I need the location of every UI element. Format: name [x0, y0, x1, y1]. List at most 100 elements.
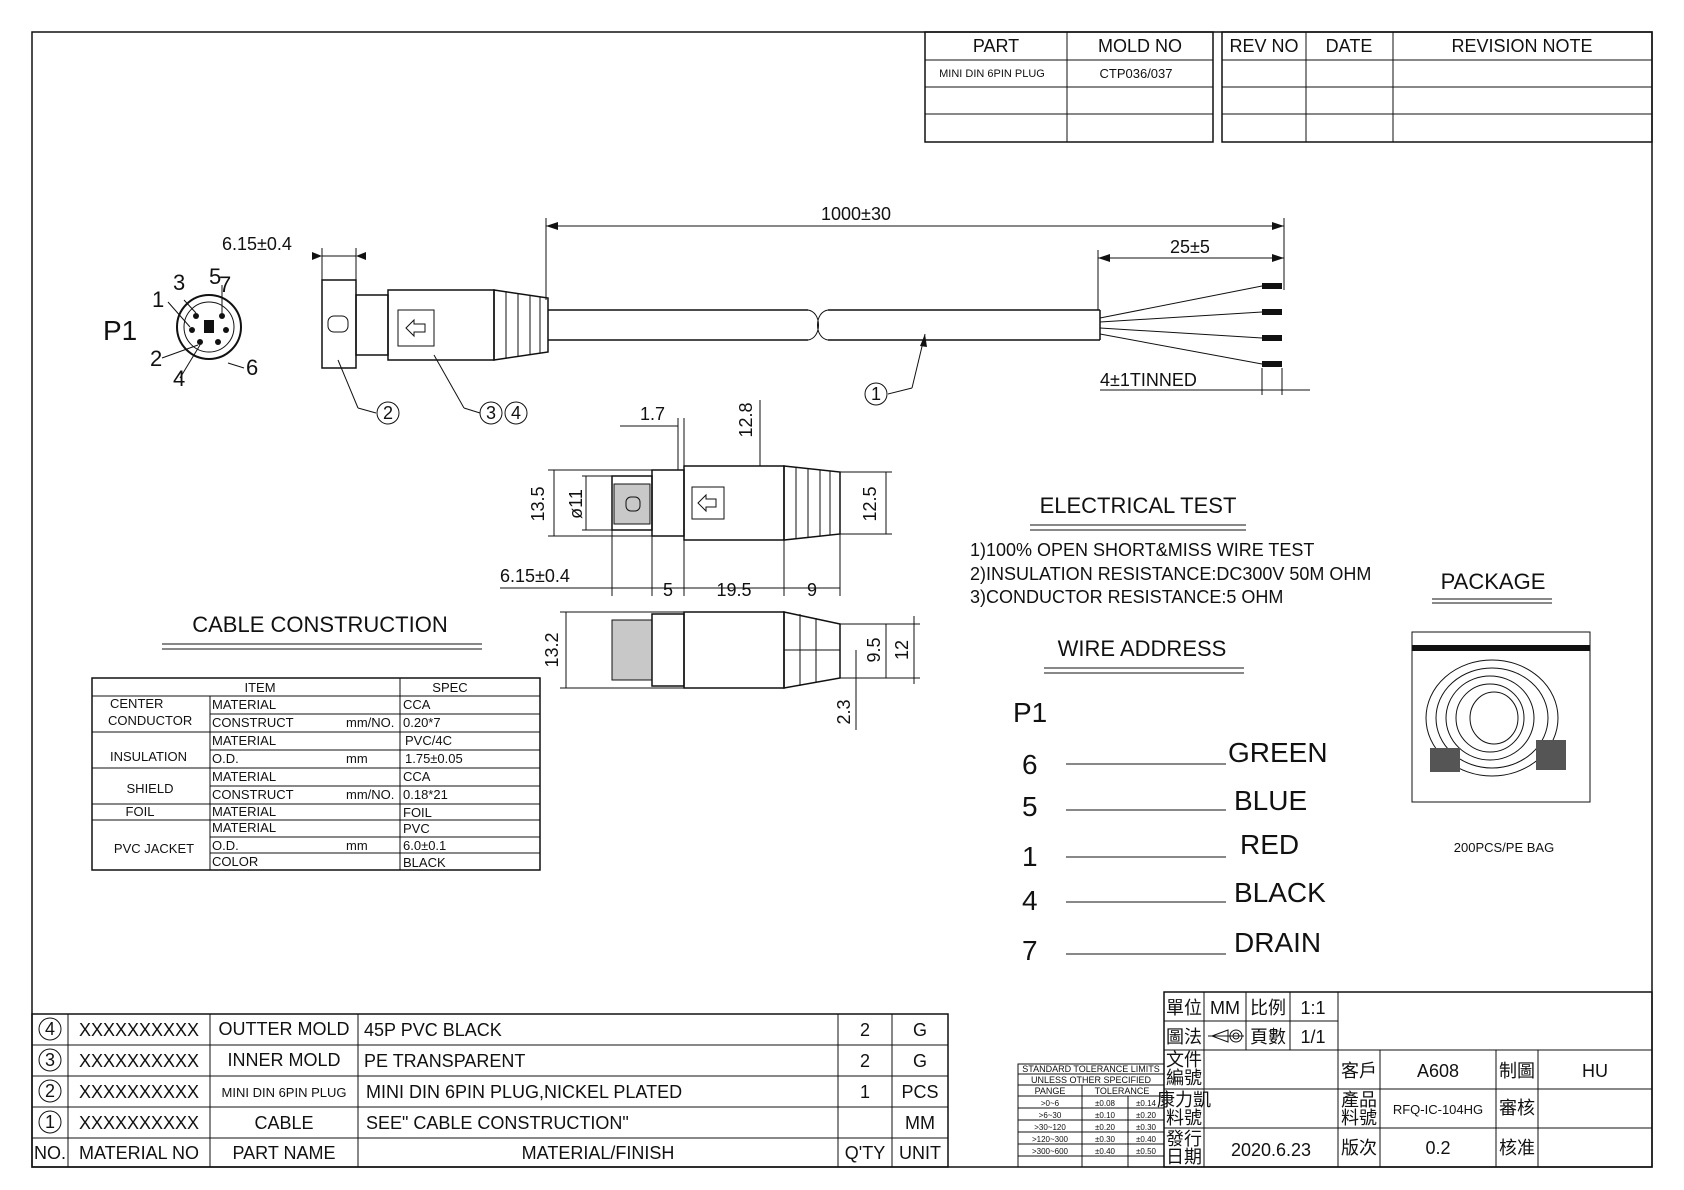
group-foil: FOIL: [126, 804, 155, 819]
wire-address-heading: WIRE ADDRESS: [1058, 636, 1227, 661]
pin-label-7: 7: [219, 272, 231, 297]
svg-text:MATERIAL: MATERIAL: [212, 697, 276, 712]
cable-construction-heading: CABLE CONSTRUCTION: [192, 612, 447, 637]
svg-text:BLACK: BLACK: [403, 855, 446, 870]
svg-text:產品: 產品: [1341, 1090, 1377, 1110]
cable-side-view: 1000±30 25±5 4±1TINNED 6.15±0.4 2 3 4 1: [222, 204, 1310, 425]
projection-symbol-icon: [1208, 1029, 1244, 1043]
wire-address-p1: P1: [1013, 697, 1047, 728]
test-line-2: 2)INSULATION RESISTANCE:DC300V 50M OHM: [970, 564, 1371, 584]
svg-text:文件: 文件: [1166, 1050, 1202, 1070]
dim-12-5: 12.5: [860, 486, 880, 521]
svg-text:±0.20: ±0.20: [1095, 1123, 1116, 1132]
svg-text:編號: 編號: [1166, 1068, 1202, 1088]
version-value: 0.2: [1425, 1138, 1450, 1158]
tol-title-2: UNLESS OTHER SPECIFIED: [1031, 1075, 1152, 1085]
svg-text:INNER MOLD: INNER MOLD: [227, 1050, 340, 1070]
p1-label: P1: [103, 315, 137, 346]
svg-text:CABLE: CABLE: [254, 1113, 313, 1133]
svg-text:2: 2: [860, 1020, 870, 1040]
pin-label-2: 2: [150, 346, 162, 371]
pin-label-5: 5: [209, 264, 221, 289]
drawn-value: HU: [1582, 1061, 1608, 1081]
svg-text:1: 1: [860, 1082, 870, 1102]
group-shield: SHIELD: [127, 781, 174, 796]
version-label: 版次: [1341, 1138, 1377, 1158]
callout-3: 3: [486, 403, 496, 423]
dim-6-15-detail: 6.15±0.4: [500, 566, 570, 586]
drawn-label: 制圖: [1499, 1061, 1535, 1081]
svg-text:MATERIAL: MATERIAL: [212, 733, 276, 748]
svg-text:MINI DIN 6PIN PLUG: MINI DIN 6PIN PLUG: [222, 1085, 347, 1100]
issue-date: 2020.6.23: [1231, 1140, 1311, 1160]
svg-text:XXXXXXXXXX: XXXXXXXXXX: [79, 1051, 199, 1071]
wire-color-black: BLACK: [1234, 877, 1326, 908]
svg-text:45P PVC BLACK: 45P PVC BLACK: [364, 1020, 502, 1040]
header-mold-no: MOLD NO: [1098, 36, 1182, 56]
pages-value: 1/1: [1300, 1027, 1325, 1047]
svg-text:OUTTER MOLD: OUTTER MOLD: [218, 1019, 349, 1039]
group-center: CENTER: [110, 696, 163, 711]
header-part: PART: [973, 36, 1019, 56]
sheet-border: [31, 31, 1653, 1168]
pin-label-1: 1: [152, 287, 164, 312]
package-heading: PACKAGE: [1441, 569, 1546, 594]
svg-text:mm: mm: [346, 838, 368, 853]
bom-header-qty: Q'TY: [845, 1143, 885, 1163]
svg-text:XXXXXXXXXX: XXXXXXXXXX: [79, 1020, 199, 1040]
svg-text:G: G: [913, 1051, 927, 1071]
dim-11: ø11: [566, 489, 586, 519]
svg-text:料號: 料號: [1166, 1108, 1202, 1128]
group-conductor: CONDUCTOR: [108, 713, 192, 728]
col-item: ITEM: [244, 680, 275, 695]
header-rev-no: REV NO: [1229, 36, 1298, 56]
svg-text:>30~120: >30~120: [1034, 1123, 1066, 1132]
svg-text:FOIL: FOIL: [403, 805, 432, 820]
svg-text:2: 2: [860, 1051, 870, 1071]
pin-label-4: 4: [173, 366, 185, 391]
svg-text:XXXXXXXXXX: XXXXXXXXXX: [79, 1113, 199, 1133]
svg-text:>300~600: >300~600: [1032, 1147, 1069, 1156]
tol-title-1: STANDARD TOLERANCE LIMITS: [1022, 1064, 1160, 1074]
svg-text:PE TRANSPARENT: PE TRANSPARENT: [364, 1051, 525, 1071]
wire-color-blue: BLUE: [1234, 785, 1307, 816]
col-spec: SPEC: [432, 680, 467, 695]
svg-text:MATERIAL: MATERIAL: [212, 820, 276, 835]
svg-text:CONSTRUCT: CONSTRUCT: [212, 787, 294, 802]
electrical-test-heading: ELECTRICAL TEST: [1040, 493, 1237, 518]
callout-1: 1: [871, 384, 881, 404]
dim-5: 5: [663, 580, 673, 600]
dim-19-5: 19.5: [716, 580, 751, 600]
dim-shell: 6.15±0.4: [222, 234, 292, 254]
svg-text:PCS: PCS: [901, 1082, 938, 1102]
wire-pin-1: 1: [1022, 841, 1038, 872]
customer-label: 客戶: [1341, 1061, 1377, 1081]
svg-text:MATERIAL: MATERIAL: [212, 769, 276, 784]
wire-color-drain: DRAIN: [1234, 927, 1321, 958]
svg-text:COLOR: COLOR: [212, 854, 258, 869]
wire-address: WIRE ADDRESS P1 6 GREEN 5 BLUE 1 RED 4 B…: [1013, 636, 1328, 966]
cable-construction: CABLE CONSTRUCTION ITEM SPEC CENTER COND…: [91, 612, 541, 871]
svg-text:O.D.: O.D.: [212, 838, 239, 853]
svg-text:G: G: [913, 1020, 927, 1040]
svg-text:±0.20: ±0.20: [1136, 1111, 1157, 1120]
svg-text:日期: 日期: [1166, 1147, 1202, 1167]
top-title-table: PART MOLD NO REV NO DATE REVISION NOTE M…: [924, 31, 1653, 143]
svg-text:MATERIAL: MATERIAL: [212, 804, 276, 819]
svg-text:±0.40: ±0.40: [1095, 1147, 1116, 1156]
group-pvc-jacket: PVC JACKET: [114, 841, 194, 856]
svg-text:±0.50: ±0.50: [1136, 1147, 1157, 1156]
tol-col-tol: TOLERANCE: [1095, 1086, 1150, 1096]
callout-2: 2: [383, 403, 393, 423]
svg-text:>120~300: >120~300: [1032, 1135, 1069, 1144]
tolerance-table: STANDARD TOLERANCE LIMITS UNLESS OTHER S…: [1017, 1063, 1165, 1168]
svg-text:MINI DIN 6PIN PLUG,NICKEL PLAT: MINI DIN 6PIN PLUG,NICKEL PLATED: [366, 1082, 682, 1102]
customer-value: A608: [1417, 1061, 1459, 1081]
scale-label: 比例: [1250, 998, 1286, 1018]
svg-text:XXXXXXXXXX: XXXXXXXXXX: [79, 1082, 199, 1102]
wire-pin-5: 5: [1022, 791, 1038, 822]
title-block: 單位 MM 比例 1:1 圖法 頁數 1/1 文件 編號 康力凱 料號 發行 日…: [1157, 991, 1653, 1168]
svg-text:±0.14: ±0.14: [1136, 1099, 1157, 1108]
bom-no-1: 1: [45, 1112, 55, 1132]
dim-2-3: 2.3: [834, 699, 854, 724]
